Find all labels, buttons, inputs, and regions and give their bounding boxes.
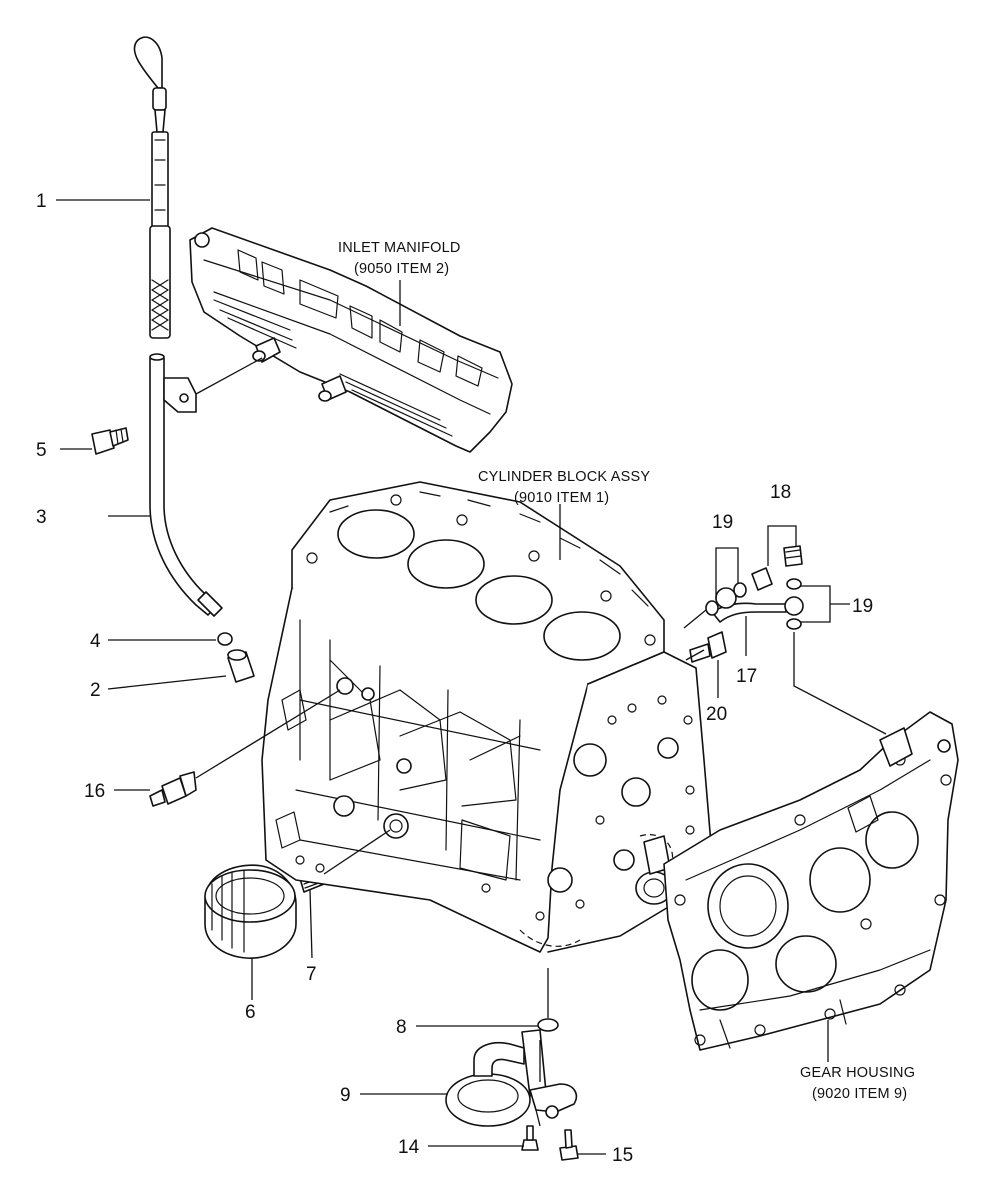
callout-1: 1: [36, 191, 47, 212]
inlet-manifold-label: INLET MANIFOLD: [338, 240, 461, 256]
callout-18: 18: [770, 482, 791, 503]
banjo-bolt-20: [689, 631, 727, 663]
gear-housing: [663, 711, 959, 1051]
callout-3: 3: [36, 507, 47, 528]
cylinder-block-ref: (9010 ITEM 1): [514, 490, 609, 506]
inlet-manifold: [189, 227, 513, 453]
banjo-bolt-18: [751, 545, 803, 591]
dipstick: [133, 36, 171, 339]
callout-8: 8: [396, 1017, 407, 1038]
callout-15: 15: [612, 1145, 633, 1166]
callout-17: 17: [736, 666, 757, 687]
callout-4: 4: [90, 631, 101, 652]
callout-9: 9: [340, 1085, 351, 1106]
oil-filter-6: [204, 864, 297, 959]
gear-housing-label: GEAR HOUSING: [800, 1065, 915, 1081]
oil-pipe-17: [711, 587, 804, 623]
o-ring-8: [537, 1018, 559, 1032]
leader-lines: [56, 199, 887, 1155]
callout-20: 20: [706, 704, 727, 725]
oil-pressure-switch-16: [149, 771, 197, 807]
bolt-15: [559, 1129, 579, 1161]
callout-6: 6: [245, 1002, 256, 1023]
callout-2: 2: [90, 680, 101, 701]
dipstick-guide-tube: [149, 353, 223, 617]
callout-16: 16: [84, 781, 105, 802]
inlet-manifold-ref: (9050 ITEM 2): [354, 261, 449, 277]
washers-19: [705, 578, 802, 630]
callout-19-upper: 19: [712, 512, 733, 533]
cylinder-block: [261, 481, 713, 953]
callout-19-right: 19: [852, 596, 873, 617]
gear-housing-ref: (9020 ITEM 9): [812, 1086, 907, 1102]
callout-14: 14: [398, 1137, 420, 1158]
callout-5: 5: [36, 440, 47, 461]
bush-2: [227, 649, 255, 683]
bolt-5: [91, 427, 129, 455]
callout-7: 7: [306, 964, 317, 985]
oil-strainer-9: [445, 1029, 578, 1127]
bolt-14: [521, 1125, 539, 1151]
o-ring-4: [217, 632, 233, 646]
cylinder-block-label: CYLINDER BLOCK ASSY: [478, 469, 650, 485]
